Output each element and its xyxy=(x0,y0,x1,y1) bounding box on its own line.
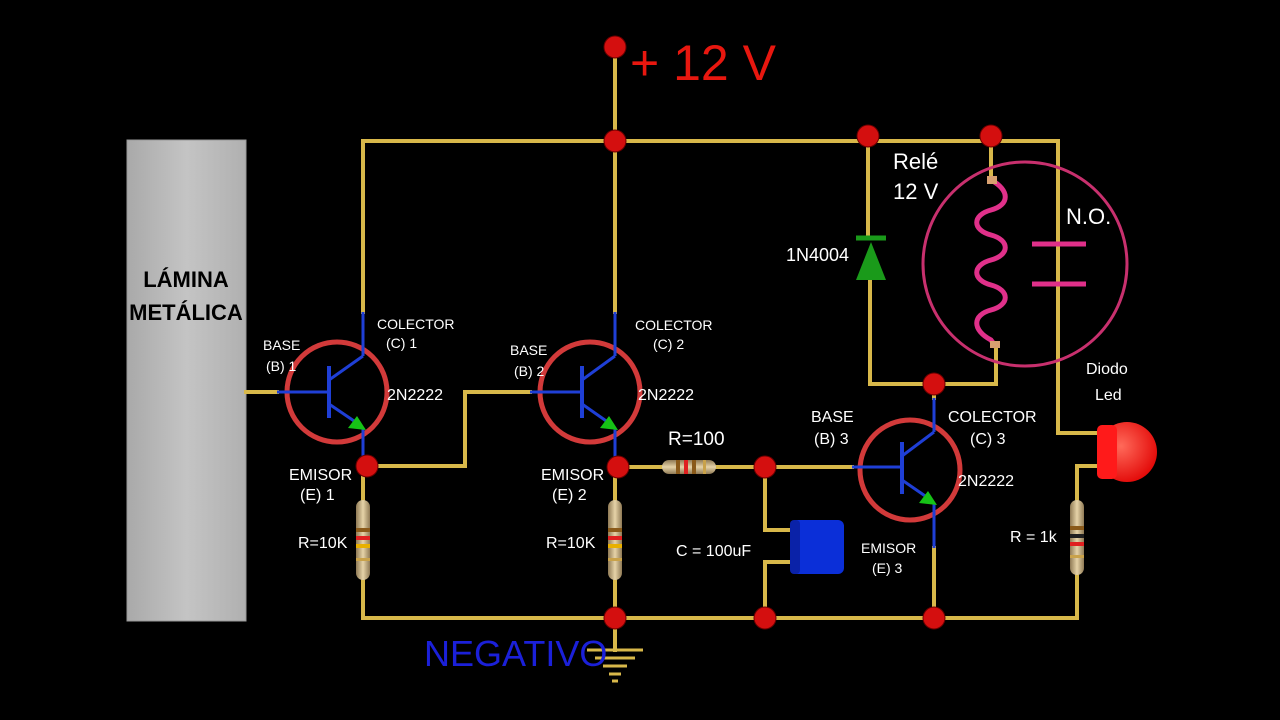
q3-collector-label-1: COLECTOR xyxy=(948,409,1037,426)
capacitor-label: C = 100uF xyxy=(676,543,751,560)
diode-label: 1N4004 xyxy=(786,245,849,265)
r1-label: R=10K xyxy=(298,535,348,552)
q2-base-label-1: BASE xyxy=(510,342,547,358)
q3-emitter-label-2: (E) 3 xyxy=(872,560,903,576)
resistor-r2 xyxy=(608,500,622,580)
resistor-r1 xyxy=(356,500,370,580)
transistor-q1 xyxy=(277,312,390,466)
ground-label: NEGATIVO xyxy=(424,633,607,674)
resistor-r4 xyxy=(1070,500,1084,575)
nodes xyxy=(355,35,1003,630)
wires xyxy=(244,56,1102,652)
q3-model-label: 2N2222 xyxy=(958,473,1014,490)
ground-symbol-icon xyxy=(587,648,643,683)
transistor-q2 xyxy=(530,312,643,466)
diode xyxy=(856,235,886,280)
supply-label: + 12 V xyxy=(630,35,777,91)
capacitor xyxy=(790,520,844,574)
q1-collector-label-1: COLECTOR xyxy=(377,316,455,332)
metal-plate: LÁMINA METÁLICA xyxy=(126,139,247,622)
q1-collector-label-2: (C) 1 xyxy=(386,335,417,351)
q3-emitter-label-1: EMISOR xyxy=(861,540,916,556)
led-label-2: Led xyxy=(1095,387,1122,404)
q1-base-label-1: BASE xyxy=(263,337,300,353)
q2-emitter-label-1: EMISOR xyxy=(541,467,604,484)
q3-base-label-1: BASE xyxy=(811,409,854,426)
r3-label: R=100 xyxy=(668,429,725,450)
q2-base-label-2: (B) 2 xyxy=(514,363,545,379)
q2-emitter-label-2: (E) 2 xyxy=(552,487,587,504)
plate-label-line1: LÁMINA xyxy=(143,267,229,292)
r2-label: R=10K xyxy=(546,535,596,552)
relay-label-2: 12 V xyxy=(893,179,939,204)
q1-emitter-label-1: EMISOR xyxy=(289,467,352,484)
q3-base-label-2: (B) 3 xyxy=(814,431,849,448)
q1-model-label: 2N2222 xyxy=(387,387,443,404)
q1-emitter-label-2: (E) 1 xyxy=(300,487,335,504)
resistor-r3 xyxy=(662,460,716,474)
q3-collector-label-2: (C) 3 xyxy=(970,431,1006,448)
led-label-1: Diodo xyxy=(1086,361,1128,378)
q2-model-label: 2N2222 xyxy=(638,387,694,404)
q1-base-label-2: (B) 1 xyxy=(266,358,297,374)
transistor-q3 xyxy=(852,398,963,548)
relay-coil-icon xyxy=(974,177,1008,349)
relay xyxy=(921,160,1129,368)
relay-contact-label: N.O. xyxy=(1066,204,1111,229)
q2-collector-label-1: COLECTOR xyxy=(635,317,713,333)
plate-label-line2: METÁLICA xyxy=(129,300,243,325)
relay-label-1: Relé xyxy=(893,149,938,174)
r4-label: R = 1k xyxy=(1010,529,1058,546)
q2-collector-label-2: (C) 2 xyxy=(653,336,684,352)
led-diode xyxy=(1097,422,1157,482)
